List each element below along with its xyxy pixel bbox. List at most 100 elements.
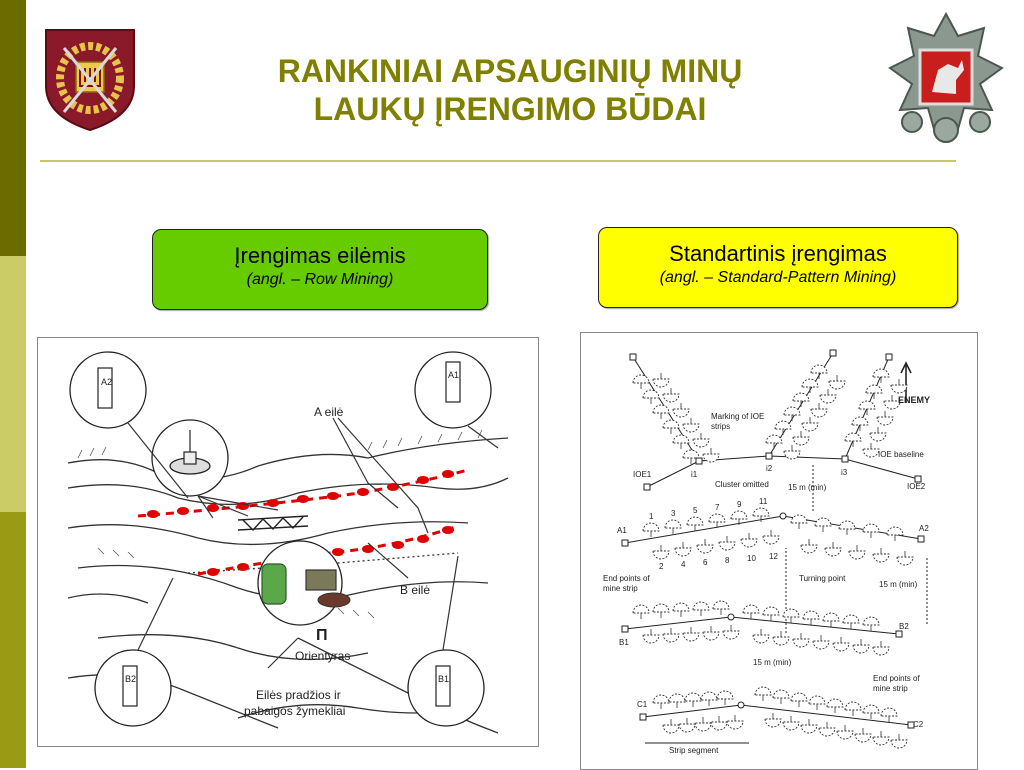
end-point-marker [695, 457, 703, 465]
mine-cluster [678, 723, 696, 733]
mine-cluster [662, 633, 680, 643]
mine-cluster [792, 436, 810, 446]
cluster-number-bottom: 12 [769, 552, 778, 561]
ioe-baseline-label: IOE baseline [878, 450, 924, 459]
mine-cluster [819, 394, 837, 404]
strip-segment-label: Strip segment [669, 746, 719, 755]
marker-a1-label: A1 [448, 370, 459, 380]
side-bar-bottom [0, 512, 26, 768]
mine-cluster [668, 693, 686, 703]
mine-cluster [718, 541, 736, 551]
mine-cluster [822, 612, 840, 622]
mine-cluster [642, 634, 660, 644]
mine-cluster [652, 550, 670, 560]
row-a-mine [297, 495, 309, 503]
enemy-label: ENEMY [898, 395, 930, 405]
end-point-marker [629, 353, 637, 361]
mine-cluster [800, 724, 818, 734]
mine-cluster [662, 724, 680, 734]
mine-cluster [862, 704, 880, 714]
row-a-mine [417, 476, 429, 484]
mine-cluster [772, 689, 790, 699]
mine-cluster [792, 638, 810, 648]
end-point-marker [829, 349, 837, 357]
row-a-mine [267, 499, 279, 507]
mine-cluster [652, 603, 670, 613]
marker-b1-post [435, 665, 451, 707]
marker-b2-post [122, 665, 138, 707]
cluster-number-bottom: 10 [747, 554, 756, 563]
marking-label-line-1: Marking of IOE [711, 412, 764, 421]
mine-cluster [702, 453, 720, 463]
dist-15-top-label: 15 m (min) [788, 483, 827, 492]
mine-cluster [862, 616, 880, 626]
end-point-marker [621, 539, 629, 547]
mine-cluster [722, 630, 740, 640]
mine-cluster [890, 739, 908, 749]
mine-cluster [810, 364, 828, 374]
cluster-number-top: 1 [649, 512, 654, 521]
mine-cluster [802, 610, 820, 620]
end-point-marker [895, 630, 903, 638]
ioe-baseline-line [646, 455, 919, 488]
vegetation-hatching [77, 429, 483, 619]
title-divider [40, 160, 956, 162]
i3-label: i3 [841, 468, 848, 477]
mine-cluster [801, 422, 819, 432]
mine-cluster [876, 416, 894, 426]
mine-cluster [808, 695, 826, 705]
mine-cluster [662, 393, 680, 403]
row-mining-drawing: A2 A1 B2 B1 A eilė B eilė Π Orientyras E… [67, 351, 509, 734]
dist-15-right-label: 15 m (min) [879, 580, 918, 589]
row-a-mine [147, 510, 159, 518]
row-b-mine [332, 548, 344, 556]
cluster-number-top: 9 [737, 500, 742, 509]
cluster-number-top: 11 [759, 497, 768, 506]
mine-cluster [862, 523, 880, 533]
row-mining-illustration: A2 A1 B2 B1 A eilė B eilė Π Orientyras E… [37, 337, 539, 747]
mine-cluster [672, 408, 690, 418]
ioe1-label: IOE1 [633, 470, 652, 479]
turning-point-label: Turning point [799, 574, 846, 583]
mine-cluster [872, 368, 890, 378]
mine-cluster [708, 513, 726, 523]
mine-cluster [826, 698, 844, 708]
marker-a2-post [97, 367, 113, 409]
turning-point-marker [727, 613, 735, 621]
mine-cluster [674, 547, 692, 557]
mine-cluster [783, 406, 801, 416]
row-a-mine [442, 470, 454, 478]
marking-label-line-2: strips [711, 422, 730, 431]
mine-cluster [828, 380, 846, 390]
mine-cluster [682, 632, 700, 642]
slide-title: RANKINIAI APSAUGINIŲ MINŲ LAUKŲ ĮRENGIMO… [160, 52, 860, 128]
mine-cluster [765, 434, 783, 444]
engineers-badge-emblem [888, 11, 1004, 143]
mine-cluster [883, 400, 901, 410]
row-a-mine [177, 507, 189, 515]
end-point-marker [885, 353, 893, 361]
mine-cluster [792, 392, 810, 402]
mine-cluster [869, 432, 887, 442]
mine-cluster [886, 526, 904, 536]
cluster-number-top: 7 [715, 503, 720, 512]
mine-cluster [872, 553, 890, 563]
row-a-mine [357, 488, 369, 496]
guide-label: Orientyras [295, 649, 350, 663]
callout-pointers [127, 417, 499, 669]
mine-cluster [890, 384, 908, 394]
row-a-label: A eilė [314, 405, 344, 419]
turning-point-marker [779, 512, 787, 520]
mine-cluster [783, 450, 801, 460]
mine-cluster [652, 378, 670, 388]
mine-cluster [716, 690, 734, 700]
mine-clusters [632, 364, 914, 749]
row-a-mines [137, 468, 469, 518]
strip-a1-label: A1 [617, 526, 627, 535]
mine-cluster [774, 420, 792, 430]
antipersonnel-mine-icon [169, 430, 211, 475]
mine-cluster [762, 535, 780, 545]
mine-cluster [686, 516, 704, 526]
row-markers [97, 361, 461, 707]
